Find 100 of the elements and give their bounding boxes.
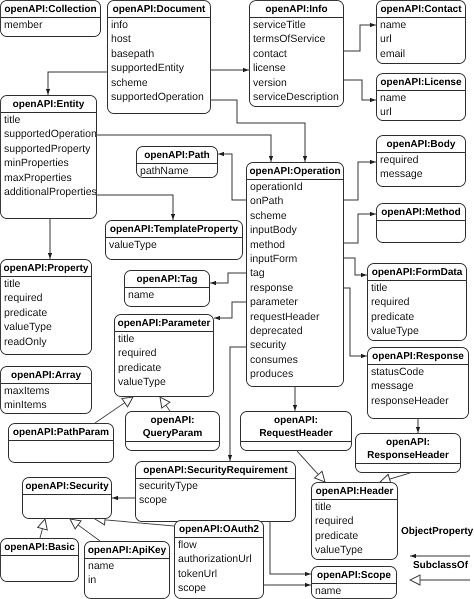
- attribute-name: contact: [252, 46, 287, 62]
- attribute-name: name: [379, 18, 406, 32]
- attribute-name: required: [379, 153, 419, 168]
- class-box: [246, 162, 344, 387]
- attribute-name: produces: [249, 367, 294, 382]
- attribute-name: minItems: [3, 398, 47, 413]
- legend-label: ObjectProperty: [401, 526, 474, 537]
- class-name: openAPI:Response: [368, 348, 468, 365]
- class-box: [136, 146, 218, 178]
- class-box: [8, 423, 114, 463]
- attribute-name: securityType: [138, 479, 198, 494]
- attribute-name: name: [379, 91, 406, 106]
- attribute-name: name: [127, 288, 154, 302]
- class-name: openAPI:Operation: [247, 163, 343, 180]
- attribute-name: security: [249, 338, 286, 353]
- class-name: openAPI:TemplateProperty: [106, 221, 242, 238]
- class-name: openAPI:Entity: [1, 96, 96, 113]
- class-box: [0, 95, 97, 219]
- arrow: [344, 212, 376, 244]
- subclass-arrow: [380, 472, 410, 484]
- attribute-name: info: [110, 18, 128, 32]
- attribute-name: required: [370, 295, 410, 310]
- class-box: [355, 433, 461, 473]
- class-box: [174, 520, 264, 599]
- attribute-name: maxProperties: [3, 170, 72, 186]
- subclass-arrow: [70, 518, 100, 542]
- class-name: openAPI: QueryParam: [126, 412, 219, 442]
- attribute-name: required: [3, 291, 43, 306]
- arrow: [112, 496, 136, 500]
- attribute-name: valueType: [108, 238, 157, 252]
- attribute-name: serviceTitle: [252, 18, 306, 32]
- attribute-name: supportedOperation: [110, 90, 204, 104]
- attribute-name: scheme: [249, 208, 287, 224]
- class-name: openAPI:ApiKey: [85, 542, 169, 559]
- class-name: openAPI:Document: [108, 1, 210, 18]
- attribute-name: authorizationUrl: [177, 552, 252, 567]
- arrow: [210, 100, 308, 162]
- arrow: [270, 522, 312, 576]
- class-name: openAPI: RequestHeader: [241, 412, 351, 442]
- attribute-name: scope: [177, 581, 206, 596]
- arrow: [96, 134, 274, 162]
- attribute-name: scope: [138, 493, 168, 508]
- class-name: openAPI:Method: [377, 204, 465, 221]
- attribute-name: minProperties: [3, 156, 69, 171]
- class-name: openAPI:Array: [1, 367, 91, 384]
- class-name: openAPI:Header: [312, 483, 397, 500]
- attribute-name: scheme: [110, 76, 148, 90]
- arrow: [344, 22, 376, 52]
- class-name: openAPI:OAuth2: [175, 521, 263, 538]
- class-box: [376, 73, 466, 121]
- attribute-name: valueType: [117, 375, 166, 390]
- class-box: [125, 411, 220, 451]
- arrow: [96, 194, 176, 220]
- attribute-name: readOnly: [3, 334, 47, 350]
- subclass-arrow: [160, 396, 170, 412]
- class-box: [22, 477, 112, 519]
- attribute-name: maxItems: [3, 384, 50, 398]
- attribute-name: inputBody: [249, 223, 297, 238]
- class-box: [376, 203, 466, 243]
- class-box: [0, 0, 101, 37]
- attribute-name: requestHeader: [249, 310, 320, 324]
- attribute-name: additionalProperties: [3, 185, 96, 200]
- class-box: [249, 0, 344, 107]
- class-box: [367, 263, 467, 341]
- attribute-name: termsOfService: [252, 32, 326, 47]
- arrow: [218, 152, 246, 200]
- attribute-name: supportedProperty: [3, 142, 90, 156]
- attribute-name: response: [249, 280, 294, 296]
- attribute-name: supportedEntity: [110, 61, 184, 76]
- class-box: [311, 566, 397, 599]
- class-box: [0, 366, 92, 414]
- attribute-name: title: [370, 281, 388, 296]
- attribute-name: serviceDescription: [252, 90, 339, 104]
- arrow: [264, 582, 312, 588]
- attribute-name: predicate: [314, 528, 358, 544]
- class-name: openAPI:FormData: [368, 264, 466, 281]
- arrow: [48, 218, 52, 260]
- class-name: openAPI:Info: [250, 1, 343, 18]
- class-box: [367, 347, 469, 419]
- attribute-name: tag: [249, 266, 265, 281]
- attribute-name: title: [3, 113, 20, 128]
- legend-label: SubclassOf: [413, 560, 468, 571]
- class-box: [376, 135, 466, 187]
- attribute-name: inputForm: [249, 252, 298, 266]
- class-box: [240, 411, 352, 451]
- attribute-name: license: [252, 61, 286, 76]
- class-box: [135, 461, 296, 522]
- class-name: openAPI:Property: [1, 260, 91, 277]
- class-name: openAPI:Body: [377, 136, 465, 153]
- class-name: openAPI:Tag: [125, 271, 209, 288]
- arrow: [344, 160, 376, 200]
- class-name: openAPI:Collection: [1, 1, 100, 18]
- class-name: openAPI:Security: [23, 478, 111, 495]
- class-box: [105, 220, 243, 260]
- attribute-name: valueType: [314, 543, 363, 558]
- subclass-arrow: [37, 518, 48, 538]
- class-name: openAPI:Path: [137, 147, 217, 164]
- attribute-name: valueType: [370, 324, 419, 339]
- attribute-name: predicate: [117, 360, 162, 376]
- attribute-name: onPath: [249, 194, 284, 209]
